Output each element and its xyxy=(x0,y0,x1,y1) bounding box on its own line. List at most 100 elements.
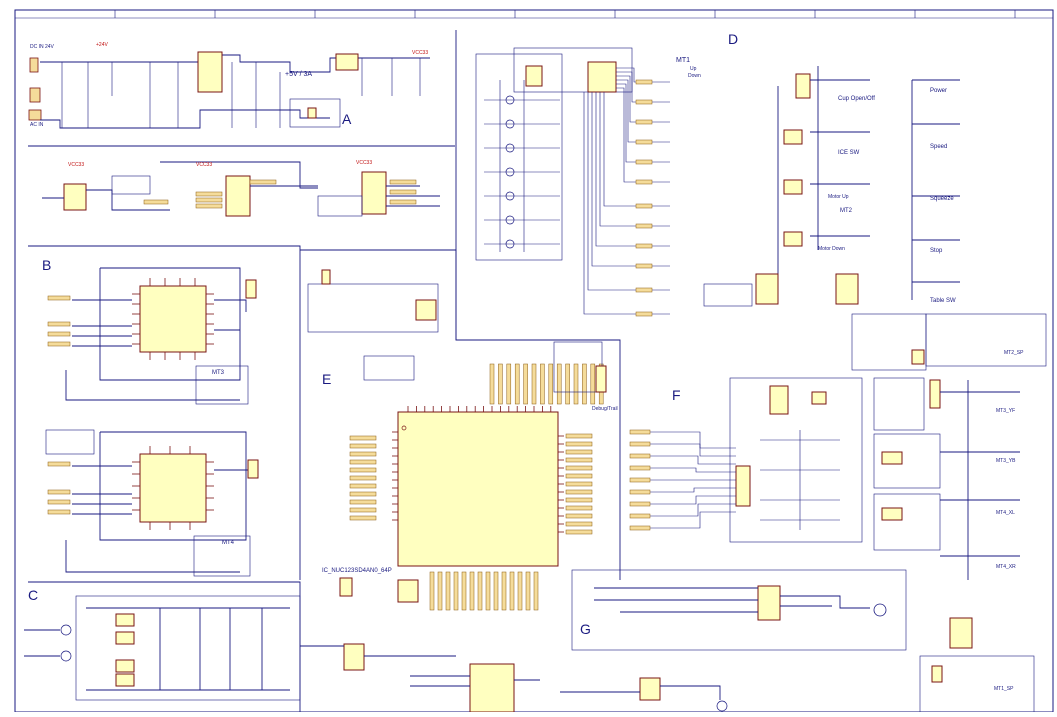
mcu-net-label xyxy=(501,571,507,611)
mt3-yf-label: MT3_YF xyxy=(996,408,1015,414)
motor-driver-1 xyxy=(139,285,207,353)
led-driver xyxy=(769,385,789,415)
mcu-net-label xyxy=(477,571,483,611)
bottom-center-block xyxy=(300,643,728,713)
mcu-net-label xyxy=(525,571,531,611)
section-b-letter: B xyxy=(42,257,51,273)
g-chip xyxy=(757,585,781,621)
dc-in-label: DC IN 24V xyxy=(30,44,55,50)
squeeze-label: Squeeze xyxy=(930,196,954,202)
motor-down-label: Motor Down xyxy=(818,246,845,252)
led-connector xyxy=(735,465,751,507)
mcu-net-label xyxy=(429,571,435,611)
mt1-transistor-box xyxy=(475,53,563,261)
motor-sensor-column: MT3_YF MT3_YB MT4_XL MT4_XR xyxy=(873,377,1020,580)
section-b: B xyxy=(42,257,259,577)
mt1-up-label: Up xyxy=(690,66,697,72)
mcu-net-label xyxy=(498,363,503,405)
mt3-yb-box xyxy=(873,433,941,489)
section-c-letter: C xyxy=(28,587,38,603)
section-d-letter: D xyxy=(728,31,738,47)
vcc33-label-u1: VCC33 xyxy=(68,162,84,168)
d-connector xyxy=(795,73,811,99)
mt3-label: MT3 xyxy=(212,370,225,376)
mt4-box xyxy=(193,535,251,577)
mcu-net-label xyxy=(548,363,554,405)
b-table xyxy=(45,429,95,455)
e-reset-box xyxy=(363,355,415,381)
u-bottom-2 xyxy=(469,663,515,713)
u-buffer-2 xyxy=(225,175,251,217)
cup-label: Cup Open/Off xyxy=(838,96,875,102)
ldo-regulator xyxy=(335,53,359,71)
mcu-net-label xyxy=(437,571,443,611)
cn-left xyxy=(525,65,543,87)
mt3-yb-label: MT3_YB xyxy=(996,458,1016,464)
vcc33-label-u2: VCC33 xyxy=(196,162,212,168)
section-e-letter: E xyxy=(322,371,331,387)
power-sw-label: Power xyxy=(930,88,947,94)
stop-label: Stop xyxy=(930,248,943,254)
mcu-net-label xyxy=(573,363,579,405)
mcu-net-label xyxy=(509,571,515,611)
joystick-connector xyxy=(929,379,941,409)
section-g-box xyxy=(571,569,907,651)
dc-jack xyxy=(29,57,39,73)
section-f: F xyxy=(629,377,863,543)
table-sw-label: Table SW xyxy=(930,298,956,304)
mt1-connector-box xyxy=(513,47,633,93)
fuse xyxy=(29,87,41,103)
u-buffer-3 xyxy=(361,171,387,215)
section-e: E xyxy=(307,269,618,611)
mcu-net-label xyxy=(533,571,539,611)
section-c: C xyxy=(24,581,301,712)
b-connector-2 xyxy=(247,459,259,479)
g-right-chip xyxy=(949,617,973,649)
mt1-label: MT1 xyxy=(676,57,690,64)
mt1-block: MT1 Up Down xyxy=(475,47,701,317)
d-aux-box xyxy=(703,283,753,307)
u-d1 xyxy=(755,273,779,305)
motor-down-part xyxy=(783,231,803,247)
red-resistor-box xyxy=(111,175,151,195)
section-g-letter: G xyxy=(580,621,591,637)
mt3-yb-sensor xyxy=(881,451,903,465)
mcu-net-label xyxy=(493,571,499,611)
section-f-letter: F xyxy=(672,387,681,403)
mt4-xl-label: MT4_XL xyxy=(996,510,1015,516)
u-buffer-1 xyxy=(63,183,87,211)
cn-right xyxy=(587,61,617,93)
mt4-xl-sensor xyxy=(881,507,903,521)
u-d2 xyxy=(835,273,859,305)
sw-test xyxy=(321,269,331,285)
mcu-net-label xyxy=(540,363,545,405)
mt2-sp-label: MT2_SP xyxy=(1004,350,1024,356)
ice-sw-part xyxy=(783,129,803,145)
b-connector-1 xyxy=(245,279,257,299)
mcu-net-label xyxy=(514,363,520,405)
mt4-xl-box xyxy=(873,493,941,551)
mt1-sp-label: MT1_SP xyxy=(994,686,1014,692)
mt1-sp-box xyxy=(919,655,1035,713)
mt1-sp-conn xyxy=(931,665,943,683)
mcu-chip xyxy=(397,411,559,567)
u-e-aux xyxy=(415,299,437,321)
e-conn-bottom xyxy=(339,577,353,597)
mcu-net-label xyxy=(565,363,570,405)
mcu-net-label xyxy=(517,571,523,611)
mcu-net-label xyxy=(590,363,596,405)
vcc33-label-u3: VCC33 xyxy=(356,160,372,166)
e-chip-bottom xyxy=(397,579,419,603)
rail-label: +5V / 3A xyxy=(285,71,312,78)
motor-driver-2 xyxy=(139,453,207,523)
u-bottom-1 xyxy=(343,643,365,671)
section-d: D Cup Open/Off ICE SW Motor Up MT2 Motor… xyxy=(703,31,1047,371)
mcu-net-label xyxy=(445,571,451,611)
led-right xyxy=(811,391,827,405)
motor-up-label: Motor Up xyxy=(828,194,849,200)
mt4-label: MT4 xyxy=(222,540,235,546)
mcu-net-label xyxy=(506,363,512,405)
mt4-xr-label: MT4_XR xyxy=(996,564,1016,570)
